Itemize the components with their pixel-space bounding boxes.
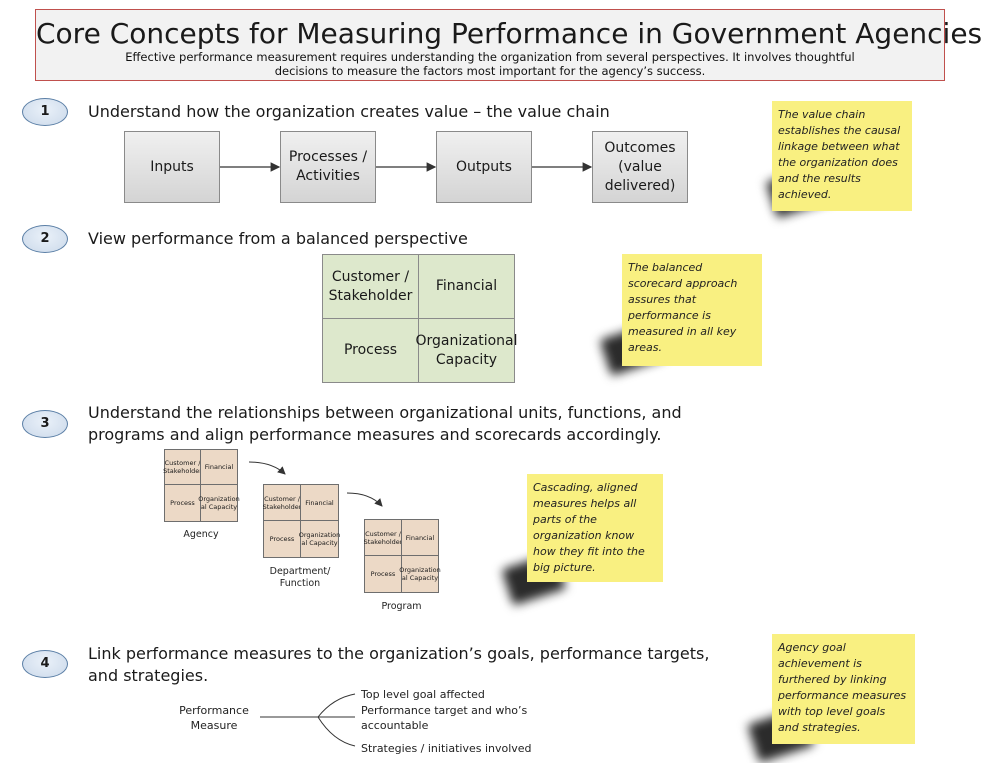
step-1-heading: Understand how the organization creates … [88, 102, 610, 121]
measure-link-bottom [317, 716, 356, 747]
step-3-badge: 3 [22, 410, 68, 438]
agency-financial: Financial [200, 449, 238, 485]
department-capacity: Organization al Capacity [299, 520, 340, 558]
program-process: Process [364, 555, 402, 593]
step-4-badge: 4 [22, 650, 68, 678]
scorecard-customer: Customer / Stakeholder [322, 254, 419, 319]
performance-measure-label: Performance Measure [179, 704, 249, 732]
scorecard-process: Process [322, 318, 419, 383]
page-title: Core Concepts for Measuring Performance … [36, 17, 983, 50]
program-label: Program [381, 601, 422, 612]
step-1-badge: 1 [22, 98, 68, 126]
agency-process: Process [164, 484, 201, 522]
department-label: Department/ Function [269, 566, 331, 589]
scorecard-capacity: Organizational Capacity [416, 318, 518, 383]
agency-customer: Customer / Stakeholder [163, 449, 202, 485]
note-value-chain: The value chain establishes the causal l… [772, 101, 912, 211]
step-2-badge: 2 [22, 225, 68, 253]
agency-label: Agency [183, 529, 219, 540]
step-3-heading: Understand the relationships between org… [88, 403, 682, 444]
program-financial: Financial [401, 519, 439, 556]
measure-target-strategies: Strategies / initiatives involved [361, 742, 532, 755]
page-subtitle: Effective performance measurement requir… [125, 50, 855, 78]
value-chain-outputs: Outputs [436, 131, 532, 203]
measure-link-top [317, 693, 356, 718]
arrow-department-to-program [346, 492, 383, 507]
title-box: Core Concepts for Measuring Performance … [35, 9, 983, 81]
department-financial: Financial [300, 484, 339, 521]
note-cascading: Cascading, aligned measures helps all pa… [527, 474, 663, 582]
step-2-heading: View performance from a balanced perspec… [88, 229, 468, 248]
measure-target-accountable: Performance target and who’s accountable [361, 704, 528, 732]
step-4-heading: Link performance measures to the organiz… [88, 644, 710, 685]
program-capacity: Organization al Capacity [399, 555, 441, 593]
note-goal-linkage: Agency goal achievement is furthered by … [772, 634, 915, 744]
value-chain-outcomes: Outcomes (value delivered) [592, 131, 688, 203]
department-customer: Customer / Stakeholder [263, 484, 301, 521]
program-customer: Customer / Stakeholder [364, 519, 402, 556]
scorecard-financial: Financial [418, 254, 515, 319]
note-balanced-scorecard: The balanced scorecard approach assures … [622, 254, 762, 366]
agency-capacity: Organization al Capacity [198, 484, 240, 522]
arrow-agency-to-department [248, 461, 286, 475]
value-chain-processes: Processes / Activities [280, 131, 376, 203]
measure-target-goal: Top level goal affected [361, 688, 485, 701]
department-process: Process [263, 520, 301, 558]
value-chain-inputs: Inputs [124, 131, 220, 203]
